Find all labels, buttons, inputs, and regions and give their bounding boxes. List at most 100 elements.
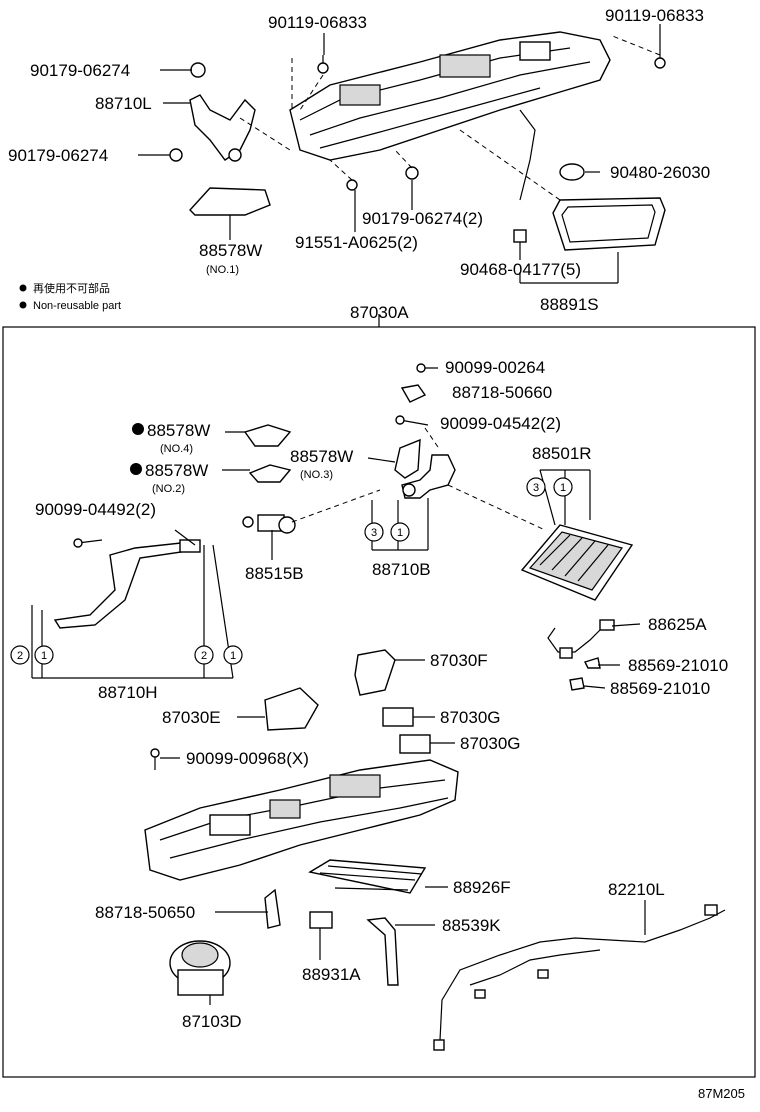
non-reusable-dot-icon: [130, 463, 142, 475]
svg-text:2: 2: [201, 650, 207, 662]
label-88515B: 88515B: [245, 564, 304, 583]
clamp-icon: [584, 657, 601, 669]
label-88578W-no1-sub: (NO.1): [206, 264, 239, 276]
wire-harness-82210L: [439, 909, 726, 1041]
nut-icon: [405, 166, 419, 180]
legend-jp: 再使用不可部品: [33, 281, 110, 295]
label-88718-50660: 88718-50660: [452, 383, 552, 402]
label-90119-06833-a: 90119-06833: [268, 13, 367, 32]
assembly-87030A-box: [2, 326, 756, 1078]
label-87103D: 87103D: [182, 1012, 242, 1031]
nut-icon: [190, 62, 206, 78]
label-88625A: 88625A: [648, 615, 707, 634]
filter-frame-88891S: [552, 197, 666, 251]
label-90099-04492-2: 90099-04492(2): [35, 500, 156, 519]
grommet-icon: [559, 163, 585, 181]
oring-callout-2: 2: [10, 645, 30, 665]
screw-icon: [416, 363, 438, 373]
label-90468-04177-5: 90468-04177(5): [460, 260, 581, 279]
oring-callout-2: 2: [194, 645, 214, 665]
resistor-88931A: [309, 911, 333, 929]
label-88578W-no4-sub: (NO.4): [160, 443, 193, 455]
oring-callout-1: 1: [223, 645, 243, 665]
evaporator-88501R: [520, 524, 634, 601]
label-90099-00968-X: 90099-00968(X): [186, 749, 309, 768]
label-88578W-no3-sub: (NO.3): [300, 469, 333, 481]
duct-88539K: [366, 917, 399, 986]
bolt-icon: [346, 179, 358, 191]
svg-text:1: 1: [230, 650, 236, 662]
label-87030E: 87030E: [162, 708, 221, 727]
air-filter-88926F: [308, 859, 427, 894]
oring-callout-1: 1: [553, 477, 573, 497]
label-88578W-no2: 88578W: [145, 461, 208, 480]
label-88578W-no1: 88578W: [199, 241, 262, 260]
screw-icon: [150, 748, 160, 770]
label-90179-06274-a: 90179-06274: [30, 61, 130, 80]
diagram-code: 87M205: [698, 1086, 745, 1101]
label-88578W-no4: 88578W: [147, 421, 210, 440]
actuator-87030G-b: [399, 734, 431, 754]
clamp-icon: [569, 677, 585, 691]
blower-motor-87103D: [169, 940, 231, 996]
tube-88710L: [189, 94, 256, 162]
oring-callout-3: 3: [526, 477, 546, 497]
label-88710L: 88710L: [95, 94, 152, 113]
label-87030A: 87030A: [350, 303, 409, 322]
screw-icon: [395, 415, 429, 426]
tube-88710B: [401, 454, 456, 499]
clip-icon: [513, 229, 527, 243]
lower-heater-unit: [144, 759, 459, 881]
non-reusable-dot-icon: [19, 301, 27, 309]
label-90099-04542-2: 90099-04542(2): [440, 414, 561, 433]
label-88710B: 88710B: [372, 560, 431, 579]
label-88569-21010-a: 88569-21010: [628, 656, 728, 675]
svg-text:3: 3: [533, 482, 539, 494]
label-90179-06274-2: 90179-06274(2): [362, 209, 483, 228]
label-90119-06833-b: 90119-06833: [605, 6, 704, 25]
expansion-valve-88515B: [242, 514, 296, 534]
label-87030G-b: 87030G: [460, 734, 521, 753]
label-90099-00264: 90099-00264: [445, 358, 545, 377]
nut-icon: [169, 148, 183, 162]
bolt-icon: [654, 50, 666, 69]
insulator-sheet-no1: [189, 187, 271, 216]
insulator-sheet-no4: [243, 424, 292, 447]
svg-text:2: 2: [17, 650, 23, 662]
label-88501R: 88501R: [532, 444, 592, 463]
label-88931A: 88931A: [302, 965, 361, 984]
bracket-88718-50660: [400, 384, 427, 403]
oring-callout-1: 1: [34, 645, 54, 665]
oring-callout-3: 3: [364, 522, 384, 542]
screw-icon: [73, 538, 103, 548]
insulator-sheet-no3: [394, 438, 421, 479]
label-87030G-a: 87030G: [440, 708, 501, 727]
tube-88710H: [53, 539, 201, 629]
label-88710H: 88710H: [98, 683, 158, 702]
label-88539K: 88539K: [442, 916, 501, 935]
legend-en: Non-reusable part: [33, 300, 121, 312]
label-88891S: 88891S: [540, 295, 599, 314]
actuator-87030F: [354, 649, 396, 696]
bracket-88718-50650: [264, 888, 281, 929]
oring-callout-1: 1: [390, 522, 410, 542]
label-88578W-no2-sub: (NO.2): [152, 483, 185, 495]
label-82210L: 82210L: [608, 880, 665, 899]
label-88718-50650: 88718-50650: [95, 903, 195, 922]
label-90179-06274-b: 90179-06274: [8, 146, 108, 165]
label-88926F: 88926F: [453, 878, 511, 897]
label-90480-26030: 90480-26030: [610, 163, 710, 182]
label-88569-21010-b: 88569-21010: [610, 679, 710, 698]
svg-text:3: 3: [371, 527, 377, 539]
label-87030F: 87030F: [430, 651, 488, 670]
bolt-icon: [317, 55, 329, 74]
label-88578W-no3: 88578W: [290, 447, 353, 466]
label-91551-A0625-2: 91551-A0625(2): [295, 233, 418, 252]
svg-text:1: 1: [560, 482, 566, 494]
non-reusable-dot-icon: [132, 423, 144, 435]
non-reusable-dot-icon: [19, 284, 27, 292]
insulator-sheet-no2: [248, 464, 292, 483]
svg-text:1: 1: [41, 650, 47, 662]
upper-duct-assembly: [289, 31, 611, 201]
